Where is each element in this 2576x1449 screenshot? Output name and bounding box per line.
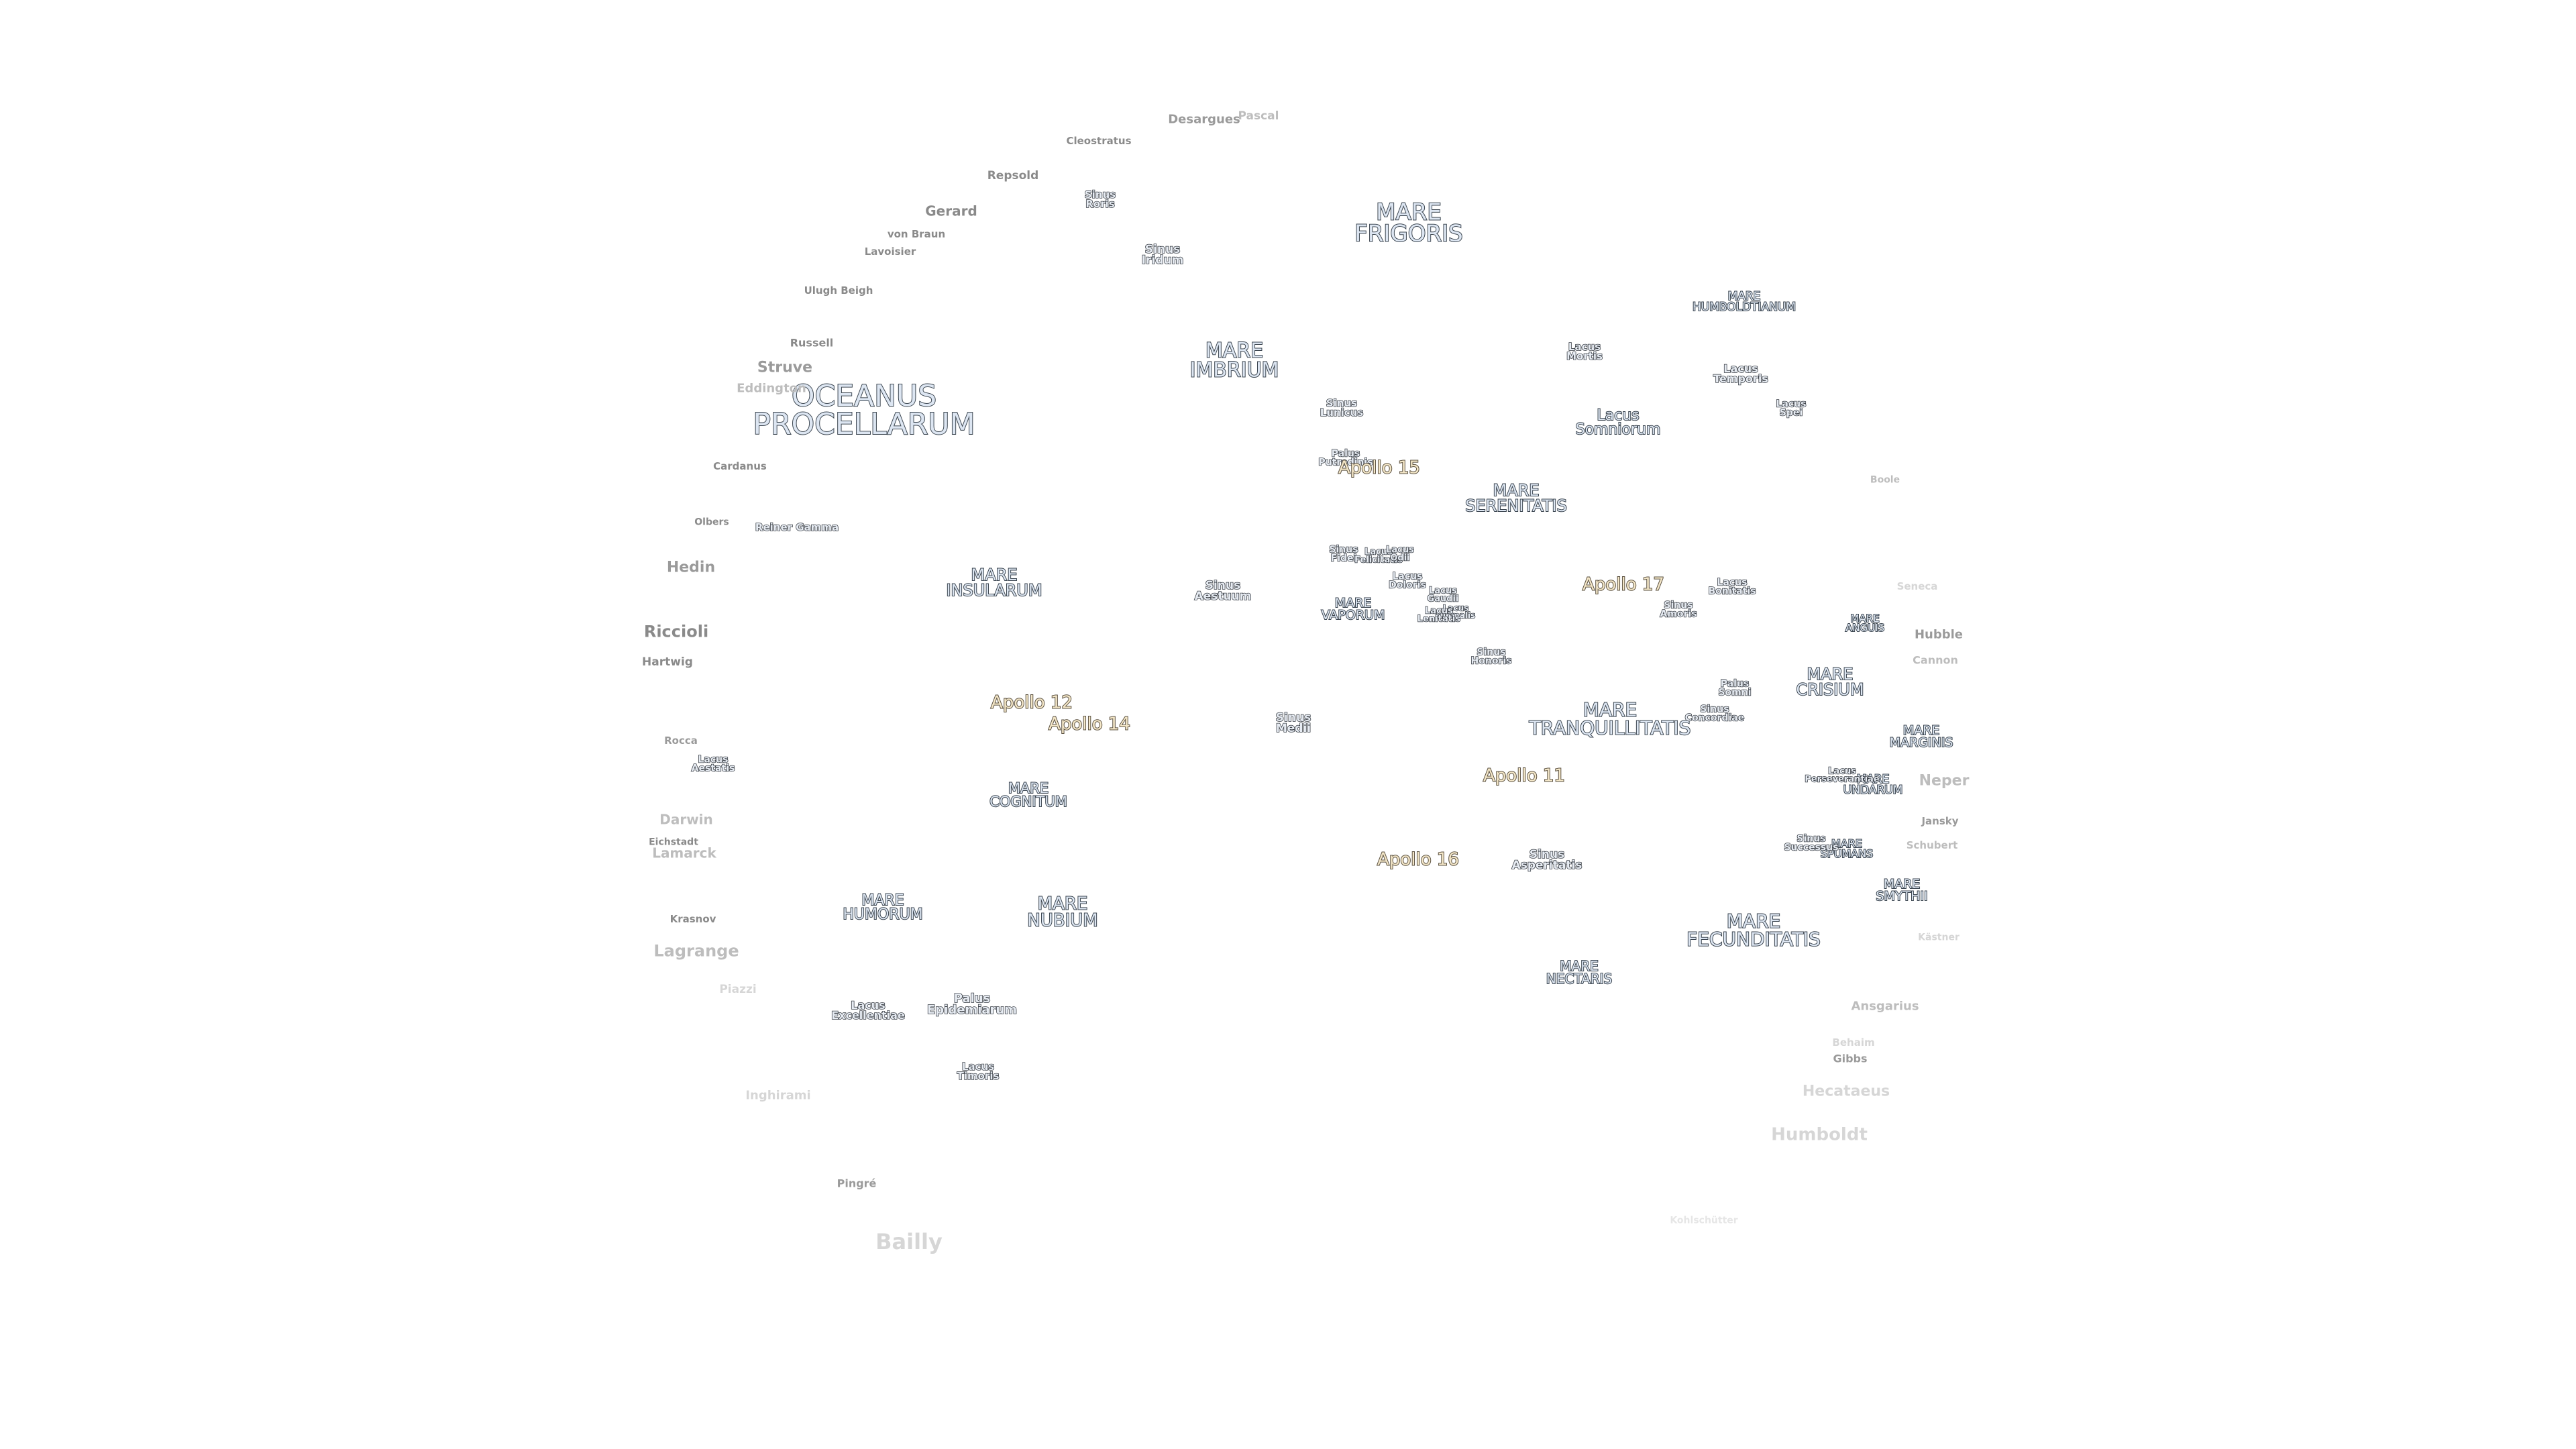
crater-label: Struve xyxy=(757,359,813,376)
crater-label: Boole xyxy=(1870,474,1900,486)
feature-label: Palus Somni xyxy=(1718,678,1752,698)
mare-label: MARE VAPORUM xyxy=(1321,595,1386,623)
feature-label: Sinus Honoris xyxy=(1470,647,1513,667)
mare-label: MARE NECTARIS xyxy=(1546,958,1613,987)
crater-label: Repsold xyxy=(987,168,1039,182)
crater-label: Seneca xyxy=(1896,580,1938,592)
crater-label: Pingré xyxy=(837,1177,877,1190)
feature-label: Sinus Iridum xyxy=(1141,242,1184,267)
feature-label: Lacus Excellentiae xyxy=(830,998,905,1022)
mare-label: MARE IMBRIUM xyxy=(1189,339,1280,382)
apollo-site-label: Apollo 17 xyxy=(1582,574,1665,595)
crater-label: von Braun xyxy=(887,227,946,240)
mare-label: MARE HUMORUM xyxy=(842,892,923,923)
feature-label: Sinus Asperitatis xyxy=(1511,847,1582,872)
feature-label: Sinus Lunicus xyxy=(1320,396,1364,419)
feature-label: Lacus Somniorum xyxy=(1575,407,1662,438)
crater-label: Hubble xyxy=(1914,627,1964,642)
mare-label: MARE COGNITUM xyxy=(989,780,1068,810)
feature-label: Lacus Timoris xyxy=(957,1060,1000,1082)
apollo-site-label: Apollo 15 xyxy=(1338,458,1421,478)
feature-label: Lacus Felicitatis xyxy=(1354,547,1403,566)
crater-label: Russell xyxy=(790,336,834,350)
feature-label: Lacus Bonitatis xyxy=(1708,577,1757,597)
mare-label: MARE MARGINIS xyxy=(1889,722,1954,750)
crater-label: Piazzi xyxy=(719,982,757,996)
apollo-site-label: Apollo 16 xyxy=(1377,849,1460,870)
crater-label: Eddington xyxy=(737,381,806,396)
feature-label: Palus Epidemiarum xyxy=(926,991,1018,1017)
apollo-site-label: Apollo 14 xyxy=(1048,714,1131,735)
feature-label: Lacus Perseverantiae xyxy=(1805,766,1880,785)
mare-label: MARE UNDARUM xyxy=(1843,772,1904,797)
feature-label: Sinus Concordiae xyxy=(1684,704,1745,724)
crater-label: Schubert xyxy=(1906,839,1958,851)
mare-label: OCEANUS PROCELLARUM xyxy=(752,379,975,441)
crater-label: Olbers xyxy=(694,517,729,528)
crater-label: Hedin xyxy=(666,559,716,576)
crater-label: Pascal xyxy=(1238,109,1279,123)
feature-label: Sinus Successus xyxy=(1784,833,1839,853)
feature-label: Sinus Amoris xyxy=(1660,600,1698,620)
crater-label: Kästner xyxy=(1918,932,1960,943)
crater-label: Lamarck xyxy=(652,845,716,861)
feature-label: Palus Putredinis xyxy=(1318,448,1374,468)
crater-label: Krasnov xyxy=(669,912,716,925)
crater-label: Lavoisier xyxy=(864,245,916,258)
crater-label: Kohlschütter xyxy=(1670,1215,1738,1226)
feature-label: Sinus Aestuum xyxy=(1194,578,1252,603)
feature-label: Lacus Gaudii xyxy=(1427,586,1460,604)
apollo-site-label: Apollo 12 xyxy=(990,692,1073,713)
crater-label: Bailly xyxy=(875,1228,943,1254)
feature-label: Sinus Roris xyxy=(1084,188,1116,210)
crater-label: Behaim xyxy=(1832,1036,1875,1049)
feature-label: Lacus Temporis xyxy=(1713,362,1768,385)
crater-label: Reiner Gamma xyxy=(755,521,839,533)
crater-label: Hecataeus xyxy=(1802,1083,1890,1100)
crater-label: Gerard xyxy=(925,203,977,219)
crater-label: Eichstadt xyxy=(649,837,698,848)
feature-label: Lacus Lenitatis xyxy=(1417,606,1461,625)
feature-label: Lacus Mortis xyxy=(1566,340,1603,362)
mare-label: MARE HUMBOLDTIANUM xyxy=(1692,289,1796,314)
feature-label: Lacus Hiemalis xyxy=(1436,603,1476,621)
mare-label: MARE NUBIUM xyxy=(1026,894,1098,930)
feature-label: Lacus Spei xyxy=(1776,398,1807,419)
feature-label: Lacus Aestatis xyxy=(691,754,735,774)
crater-label: Neper xyxy=(1919,772,1970,790)
mare-label: MARE TRANQUILLITATIS xyxy=(1529,698,1692,739)
mare-label: MARE SPUMANS xyxy=(1820,837,1874,860)
mare-label: MARE INSULARUM xyxy=(945,566,1042,600)
feature-label: Lacus Odii xyxy=(1385,545,1414,564)
crater-label: Hartwig xyxy=(642,655,693,669)
crater-label: Jansky xyxy=(1921,814,1959,827)
crater-label: Riccioli xyxy=(643,622,709,641)
mare-label: MARE SMYTHII xyxy=(1875,876,1928,904)
feature-label: Sinus Fidei xyxy=(1329,544,1359,564)
crater-label: Lagrange xyxy=(653,941,739,961)
crater-label: Desargues xyxy=(1168,112,1240,127)
mare-label: MARE FECUNDITATIS xyxy=(1686,910,1821,950)
mare-label: MARE SERENITATIS xyxy=(1464,481,1568,515)
crater-label: Inghirami xyxy=(745,1088,811,1103)
crater-label: Darwin xyxy=(659,811,713,828)
crater-label: Humboldt xyxy=(1771,1124,1868,1145)
crater-label: Cleostratus xyxy=(1066,134,1132,147)
mare-label: MARE ANGUIS xyxy=(1845,612,1885,634)
crater-label: Cannon xyxy=(1913,653,1958,667)
crater-label: Ansgarius xyxy=(1851,999,1919,1014)
apollo-site-label: Apollo 11 xyxy=(1483,765,1566,786)
crater-label: Cardanus xyxy=(713,460,767,472)
crater-label: Ulugh Beigh xyxy=(804,284,873,297)
crater-label: Rocca xyxy=(664,734,698,747)
crater-label: Gibbs xyxy=(1833,1052,1868,1065)
mare-label: MARE CRISIUM xyxy=(1795,665,1864,699)
feature-label: Sinus Medii xyxy=(1275,710,1311,735)
mare-label: MARE FRIGORIS xyxy=(1354,199,1464,248)
feature-label: Lacus Doloris xyxy=(1388,571,1426,591)
